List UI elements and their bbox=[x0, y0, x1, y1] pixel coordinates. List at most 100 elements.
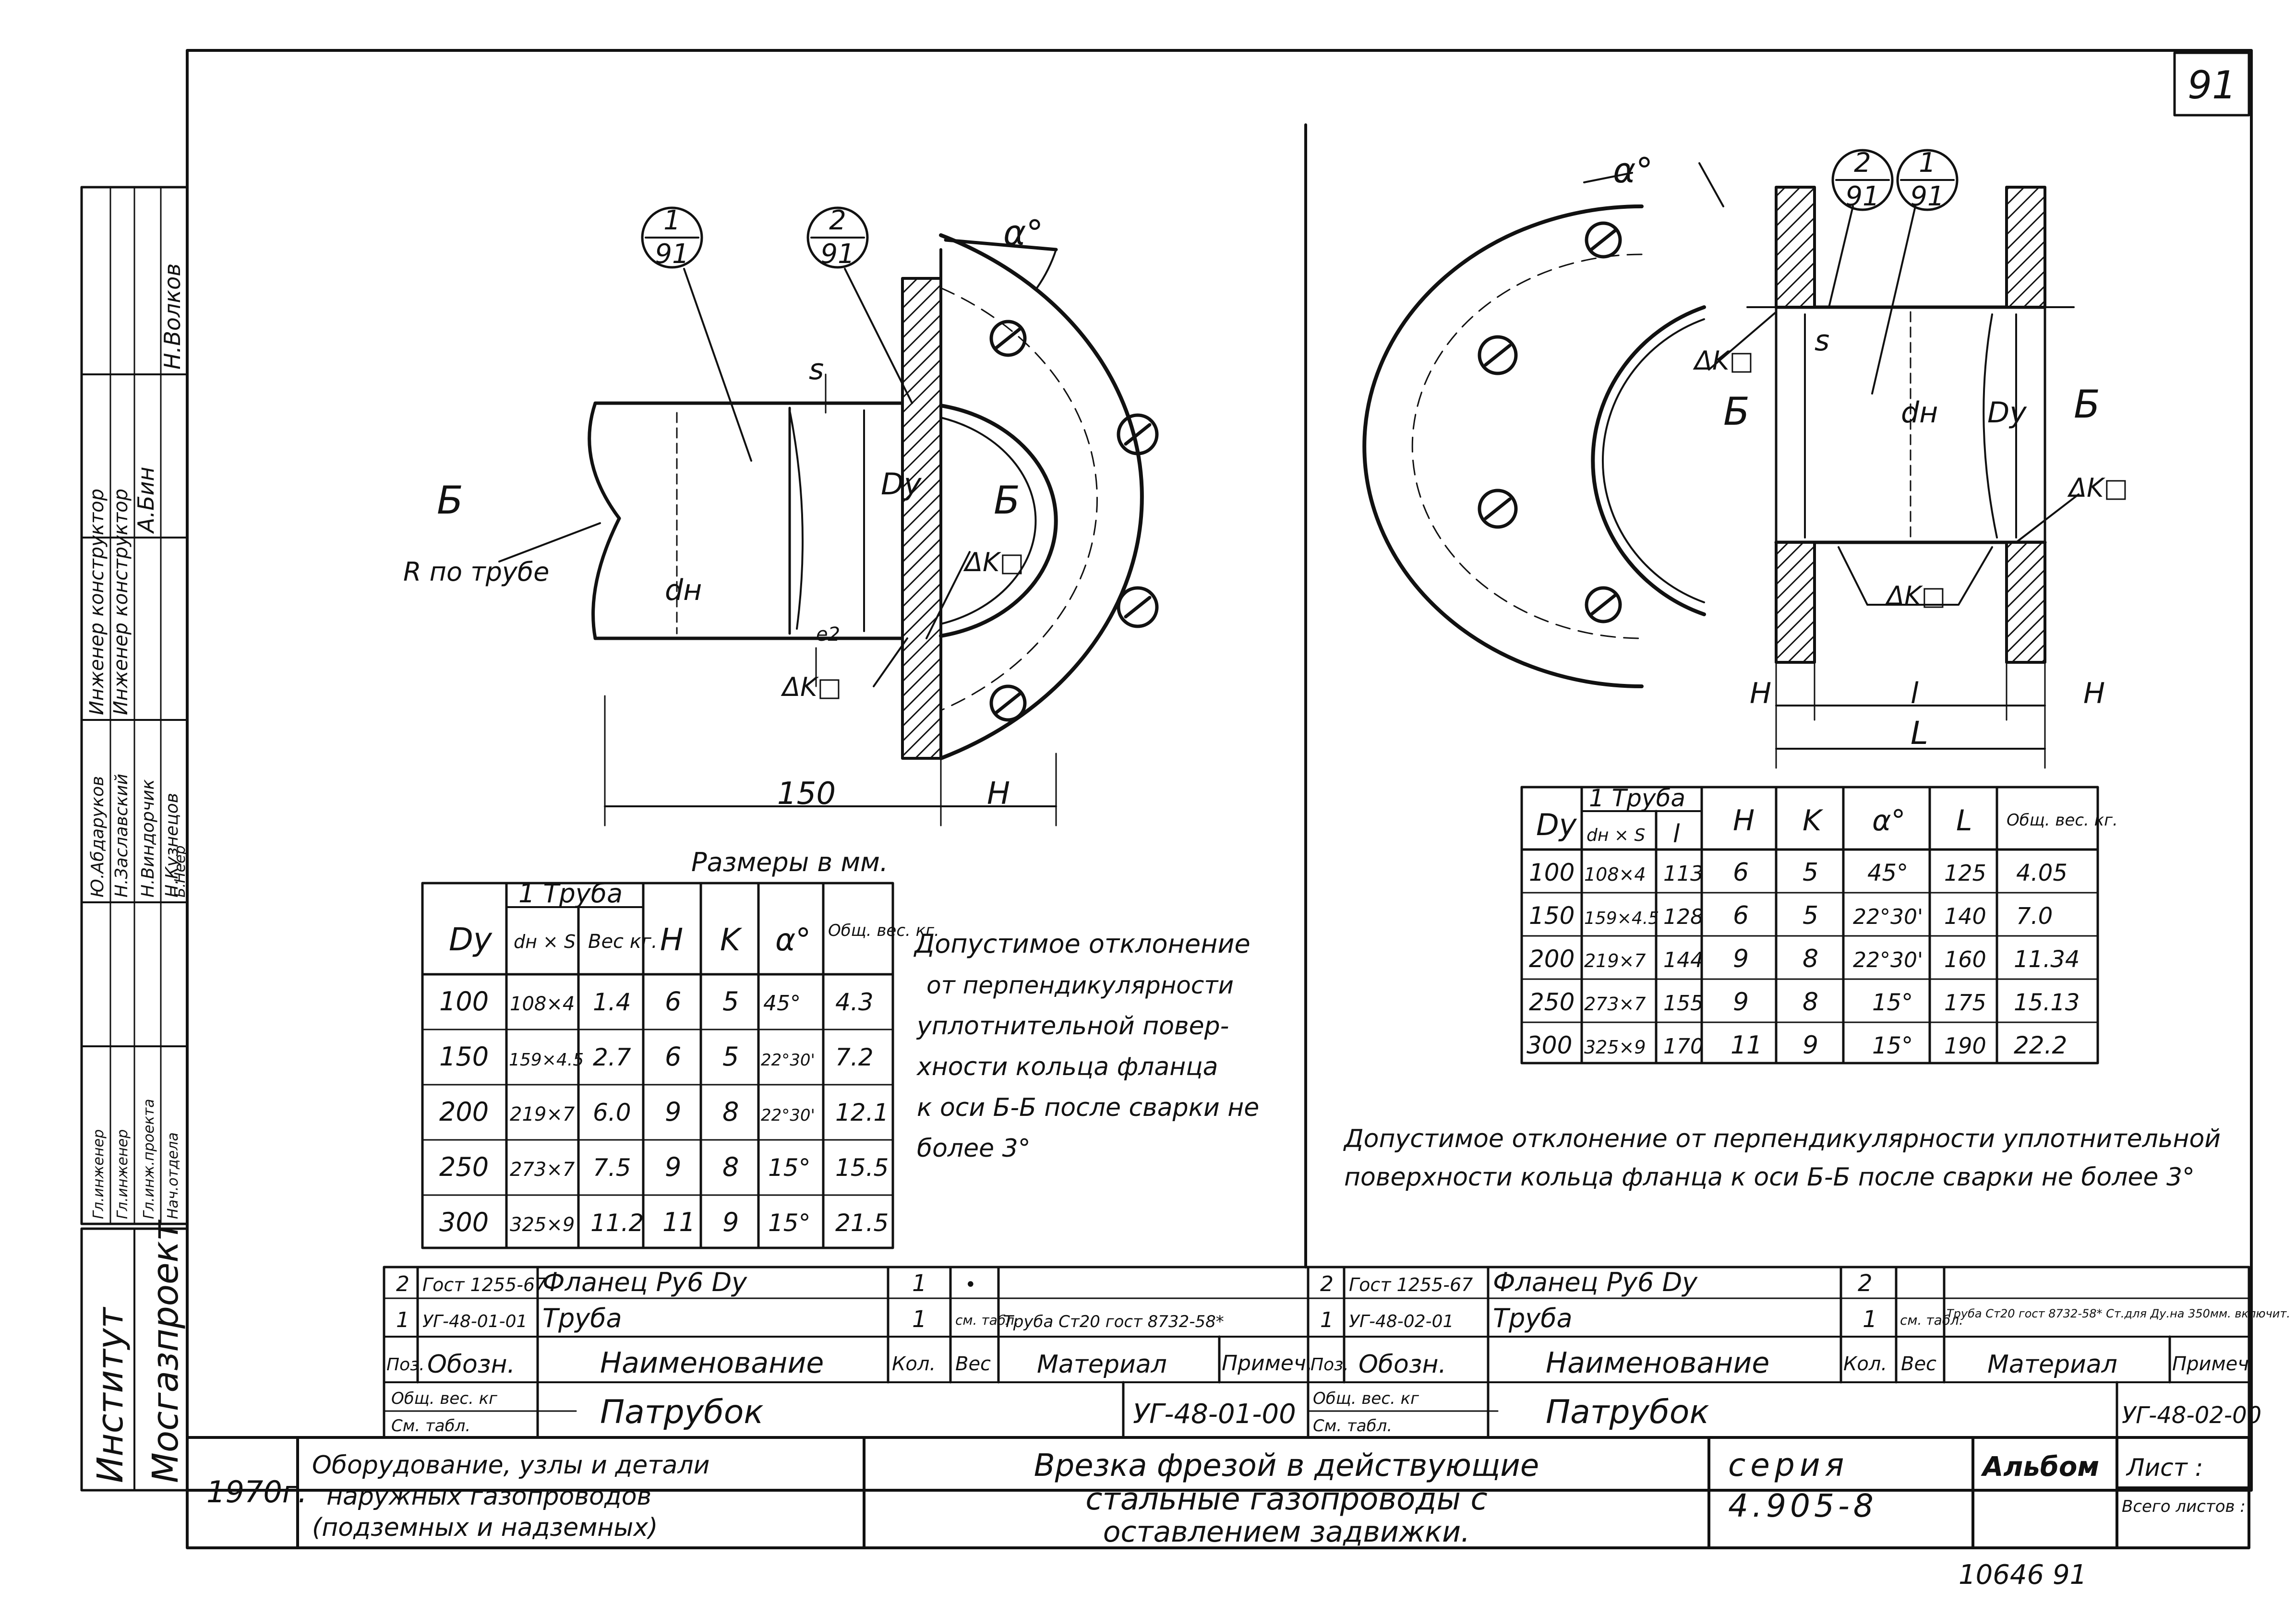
svg-text:Патрубок: Патрубок bbox=[1546, 1393, 1709, 1431]
svg-text:Материал: Материал bbox=[1037, 1350, 1167, 1379]
svg-text:91: 91 bbox=[1910, 181, 1944, 212]
svg-text:H: H bbox=[1750, 677, 1771, 710]
svg-text:УГ-48-02-00: УГ-48-02-00 bbox=[2122, 1402, 2261, 1429]
svg-text:1970г.: 1970г. bbox=[206, 1474, 307, 1509]
svg-text:Обозн.: Обозн. bbox=[427, 1350, 515, 1379]
left-drawing-labels: 1 91 2 91 α° s Dу dн Б Б R по трубе ΔK□ … bbox=[403, 205, 1043, 812]
svg-text:Общ. вес. кг.: Общ. вес. кг. bbox=[2007, 811, 2118, 830]
svg-text:Примеч.: Примеч. bbox=[1222, 1351, 1313, 1376]
svg-text:Гост 1255-67: Гост 1255-67 bbox=[422, 1274, 546, 1295]
svg-text:e2: e2 bbox=[816, 623, 840, 646]
svg-text:K: K bbox=[720, 922, 743, 958]
svg-text:УГ-48-01-00: УГ-48-01-00 bbox=[1133, 1399, 1296, 1430]
svg-text:2: 2 bbox=[829, 205, 846, 236]
institute-block: Институт Мосгазпроект bbox=[80, 1220, 189, 1492]
svg-text:ΔK□: ΔK□ bbox=[1693, 346, 1754, 376]
right-table-row: 100 108×4 113 6 5 45° 125 4.05 bbox=[1529, 858, 2068, 887]
svg-text:Н.Заславский: Н.Заславский bbox=[112, 774, 132, 898]
svg-text:УГ-48-02-01: УГ-48-02-01 bbox=[1349, 1312, 1454, 1331]
svg-text:Ю.Абдаруков: Ю.Абдаруков bbox=[88, 776, 108, 898]
svg-text:dн: dн bbox=[665, 574, 702, 607]
svg-text:8: 8 bbox=[722, 1152, 739, 1182]
svg-text:325×9: 325×9 bbox=[510, 1214, 575, 1236]
spec-right-header: Поз. Обозн. Наименование Кол. Вес Матери… bbox=[1310, 1346, 2255, 1380]
svg-text:6: 6 bbox=[1733, 858, 1749, 887]
svg-text:100: 100 bbox=[439, 986, 489, 1017]
svg-text:2: 2 bbox=[1858, 1270, 1873, 1297]
svg-text:5: 5 bbox=[1803, 901, 1818, 930]
svg-text:серия: серия bbox=[1728, 1447, 1849, 1484]
svg-text:15°: 15° bbox=[768, 1209, 811, 1237]
svg-text:45°: 45° bbox=[1867, 860, 1908, 886]
svg-text:Общ. вес. кг: Общ. вес. кг bbox=[1313, 1389, 1419, 1408]
svg-text:91: 91 bbox=[1845, 181, 1879, 212]
svg-text:(подземных и надземных): (подземных и надземных) bbox=[312, 1513, 658, 1542]
svg-text:250: 250 bbox=[439, 1152, 489, 1182]
svg-text:15°: 15° bbox=[1872, 1032, 1913, 1059]
svg-text:Институт: Институт bbox=[90, 1306, 131, 1483]
svg-text:155: 155 bbox=[1663, 991, 1704, 1016]
svg-text:Гл.инженер: Гл.инженер bbox=[90, 1129, 107, 1219]
svg-text:150: 150 bbox=[777, 776, 836, 812]
svg-text:α°: α° bbox=[1613, 150, 1653, 191]
svg-text:См. табл.: См. табл. bbox=[391, 1416, 470, 1436]
svg-text:Б: Б bbox=[994, 478, 1020, 523]
svg-text:1: 1 bbox=[1320, 1308, 1334, 1332]
svg-text:300: 300 bbox=[1527, 1031, 1572, 1059]
svg-text:8: 8 bbox=[1803, 988, 1818, 1017]
svg-text:22°30': 22°30' bbox=[1853, 905, 1923, 929]
svg-text:219×7: 219×7 bbox=[510, 1103, 575, 1125]
svg-text:dн × S: dн × S bbox=[1587, 826, 1645, 845]
svg-text:Труба: Труба bbox=[542, 1303, 622, 1333]
svg-text:Допустимое отклонение от перпе: Допустимое отклонение от перпендикулярно… bbox=[1343, 1125, 2221, 1153]
svg-text:ΔK□: ΔK□ bbox=[2067, 473, 2128, 503]
svg-text:Инженер конструктор: Инженер конструктор bbox=[86, 489, 108, 715]
svg-text:5: 5 bbox=[722, 986, 739, 1017]
svg-text:Труба Ст20 гост 8732-58*: Труба Ст20 гост 8732-58* bbox=[1003, 1312, 1224, 1331]
spec-left-header: Поз. Обозн. Наименование Кол. Вес Матери… bbox=[386, 1346, 1313, 1380]
svg-text:Поз.: Поз. bbox=[1310, 1355, 1349, 1375]
svg-text:α°: α° bbox=[1872, 804, 1906, 838]
svg-text:12.1: 12.1 bbox=[835, 1099, 889, 1126]
svg-text:11: 11 bbox=[1731, 1031, 1762, 1060]
svg-text:150: 150 bbox=[439, 1041, 489, 1072]
svg-text:175: 175 bbox=[1944, 990, 1986, 1016]
svg-text:273×7: 273×7 bbox=[1584, 994, 1646, 1015]
svg-text:9: 9 bbox=[665, 1152, 681, 1182]
svg-text:Мосгазпроект: Мосгазпроект bbox=[145, 1220, 186, 1483]
svg-text:Гост 1255-67: Гост 1255-67 bbox=[1349, 1274, 1473, 1295]
right-table-row: 300 325×9 170 11 9 15° 190 22.2 bbox=[1527, 1031, 2067, 1060]
svg-text:H: H bbox=[987, 776, 1010, 812]
svg-text:21.5: 21.5 bbox=[835, 1209, 889, 1237]
svg-text:dн × S: dн × S bbox=[514, 931, 576, 952]
svg-text:Наименование: Наименование bbox=[1546, 1346, 1769, 1380]
svg-text:H: H bbox=[2083, 677, 2105, 710]
right-table-row: 250 273×7 155 9 8 15° 175 15.13 bbox=[1529, 988, 2080, 1017]
svg-text:125: 125 bbox=[1944, 860, 1986, 886]
svg-text:R по трубе: R по трубе bbox=[403, 557, 549, 587]
spec-right-row: 2 Гост 1255-67 Фланец Ру6 Dу 2 bbox=[1320, 1267, 1873, 1297]
svg-text:5: 5 bbox=[722, 1041, 739, 1072]
svg-text:Б.Неер: Б.Неер bbox=[172, 845, 189, 898]
svg-text:к оси Б-Б после сварки не: к оси Б-Б после сварки не bbox=[917, 1093, 1259, 1122]
svg-text:1: 1 bbox=[912, 1306, 927, 1333]
svg-text:325×9: 325×9 bbox=[1584, 1037, 1646, 1058]
svg-text:Н.Виндорчик: Н.Виндорчик bbox=[138, 779, 158, 898]
svg-text:91: 91 bbox=[820, 239, 854, 270]
svg-text:91: 91 bbox=[2188, 63, 2236, 108]
svg-text:l: l bbox=[1911, 677, 1919, 710]
svg-text:А.Бин: А.Бин bbox=[133, 467, 159, 534]
svg-text:113: 113 bbox=[1663, 862, 1704, 886]
svg-text:7.0: 7.0 bbox=[2016, 903, 2053, 930]
svg-text:1: 1 bbox=[912, 1270, 927, 1297]
svg-text:1 Труба: 1 Труба bbox=[518, 878, 623, 909]
svg-text:4.3: 4.3 bbox=[835, 988, 874, 1016]
svg-text:поверхности кольца фланца к ос: поверхности кольца фланца к оси Б-Б посл… bbox=[1344, 1163, 2195, 1192]
svg-text:1: 1 bbox=[663, 205, 681, 236]
svg-text:Размеры в мм.: Размеры в мм. bbox=[691, 847, 888, 877]
svg-text:144: 144 bbox=[1663, 948, 1704, 972]
svg-text:хности кольца фланца: хности кольца фланца bbox=[916, 1053, 1218, 1081]
svg-text:наружных газопроводов: наружных газопроводов bbox=[326, 1482, 651, 1511]
svg-text:L: L bbox=[1956, 804, 1972, 838]
